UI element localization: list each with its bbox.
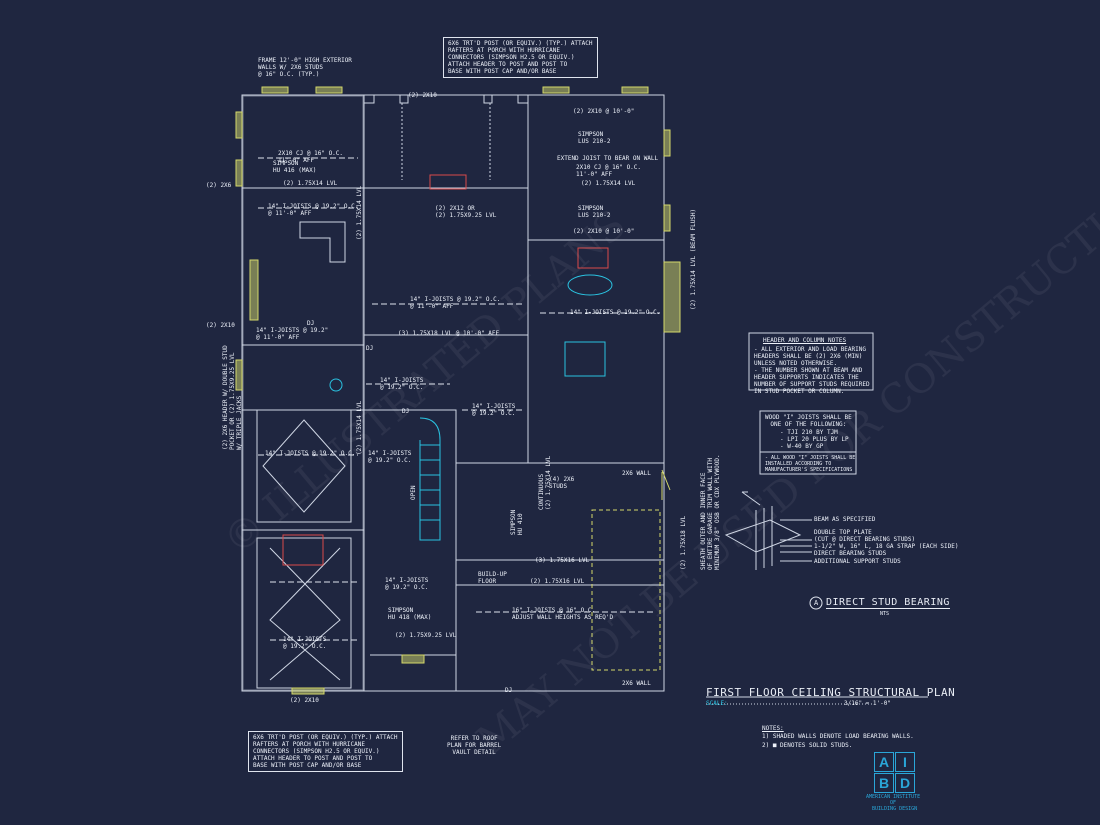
plan-label: (2) 2x10 @ 10'-0" bbox=[573, 108, 635, 115]
plan-label: EXTEND JOIST TO BEAR ON WALL bbox=[557, 155, 659, 162]
stud-detail-label-direct: DIRECT BEARING STUDS bbox=[814, 550, 887, 557]
plan-label: DJ bbox=[402, 408, 410, 415]
logo-letter-b: B bbox=[874, 773, 894, 793]
plan-label: (2) 1.75x14 LVL bbox=[581, 180, 636, 187]
garage-wall bbox=[455, 462, 665, 692]
plan-label: 14" I-JOISTS @ 19.2" O.C. @ 11'-0" AFF bbox=[410, 296, 501, 310]
plan-label: 14" I-JOISTS @ 19.2" O.C. bbox=[368, 450, 412, 464]
plan-label-vertical: CONTINUOUS (2) 1.75x14 LVL bbox=[538, 455, 552, 510]
header-column-notes-title: HEADER AND COLUMN NOTES bbox=[763, 337, 847, 344]
aibd-logo: A I B D bbox=[874, 752, 915, 793]
stud-detail-label-plate: DOUBLE TOP PLATE (CUT @ DIRECT BEARING S… bbox=[814, 529, 916, 543]
plan-label-vertical: (2) 1.75x18 LVL bbox=[680, 515, 687, 570]
plan-label: DJ bbox=[505, 687, 513, 694]
plan-label: 14" I-JOISTS @ 19.2" @ 11'-0" AFF bbox=[256, 327, 329, 341]
stud-detail-label-additional: ADDITIONAL SUPPORT STUDS bbox=[814, 558, 901, 565]
note-top-center: 6x6 TRT'D POST (OR EQUIV.) (TYP.) ATTACH… bbox=[443, 37, 598, 78]
plan-label: (2) 2x10 bbox=[290, 697, 319, 704]
plan-title: FIRST FLOOR CEILING STRUCTURAL PLAN bbox=[706, 686, 956, 699]
plan-label-vertical: SHEATH OUTER AND INNER FACE OF ENTIRE GA… bbox=[700, 454, 721, 570]
plan-label: 2x10 CJ @ 16" O.C. 11'-0" AFF bbox=[576, 164, 642, 178]
plan-label: (2) 2x6 bbox=[206, 182, 232, 189]
scale-label: SCALE: bbox=[706, 700, 728, 707]
plan-label: SIMPSON LUS 210-2 bbox=[578, 205, 611, 219]
plan-label: (2) 1.75x14 LVL bbox=[283, 180, 338, 187]
stud-detail-label-strap: 1-1/2" W, 16" L, 18 GA STRAP (EACH SIDE) bbox=[814, 543, 959, 550]
note-refer-roof: REFER TO ROOF PLAN FOR BARREL VAULT DETA… bbox=[447, 735, 502, 756]
notes-item-1: 1) SHADED WALLS DENOTE LOAD BEARING WALL… bbox=[762, 733, 914, 740]
logo-letter-a: A bbox=[874, 752, 894, 772]
plan-label: (3) 1.75x18 LVL @ 10'-0" AFF bbox=[398, 330, 500, 337]
stud-detail-title: DIRECT STUD BEARING bbox=[826, 597, 950, 609]
note-bottom-left: 6x6 TRT'D POST (OR EQUIV.) (TYP.) ATTACH… bbox=[248, 731, 403, 772]
plan-label: 16" I-JOISTS @ 16" O.C. ADJUST WALL HEIG… bbox=[512, 607, 614, 621]
wood-joist-notes-title: WOOD "I" JOISTS SHALL BE ONE OF THE FOLL… bbox=[765, 414, 852, 428]
logo-line-3: BUILDING DESIGN bbox=[872, 806, 918, 812]
stud-detail-nts: NTS bbox=[880, 611, 890, 617]
plan-label: 14" I-JOISTS @ 19.2" O.C. bbox=[265, 450, 356, 457]
plan-label: SIMPSON HU 418 (MAX) bbox=[388, 607, 432, 621]
plan-label-vertical: SIMPSON HU 410 bbox=[510, 509, 524, 535]
plan-label-vertical: (2) 1.75x14 LVL bbox=[356, 400, 363, 455]
stud-detail-label-beam: BEAM AS SPECIFIED bbox=[814, 516, 876, 523]
logo-line-2: OF bbox=[890, 800, 897, 806]
porch-wall bbox=[363, 94, 529, 189]
plan-label: 14" I-JOISTS @ 19.2" O.C. bbox=[385, 577, 429, 591]
plan-label: 2x6 WALL bbox=[622, 470, 651, 477]
plan-label: 14" I-JOISTS @ 19.2" O.C. bbox=[472, 403, 516, 417]
wood-joist-notes-foot: - ALL WOOD "I" JOISTS SHALL BE INSTALLED… bbox=[765, 455, 856, 473]
plan-label: SIMPSON HU 416 (MAX) bbox=[273, 160, 317, 174]
plan-label: SIMPSON LUS 210-2 bbox=[578, 131, 611, 145]
notes-item-2: 2) ■ DENOTES SOLID STUDS. bbox=[762, 742, 853, 749]
plan-label: (2) 2x10 bbox=[206, 322, 235, 329]
plan-label-vertical: OPEN bbox=[410, 485, 417, 500]
plan-label-vertical: (2) 1.75x14 LVL bbox=[356, 185, 363, 240]
plan-label: 14" I-JOISTS @ 19.2" O.C. bbox=[283, 636, 327, 650]
plan-label: 14" I-JOISTS @ 19.2" O.C. bbox=[380, 377, 424, 391]
plan-label: (2) 2x10 @ 10'-0" bbox=[573, 228, 635, 235]
plan-label: 2x10 CJ @ 16" O.C. 11'-0" AFF bbox=[278, 150, 344, 164]
plan-label: (3) 1.75x16 LVL bbox=[535, 557, 590, 564]
logo-letter-d: D bbox=[895, 773, 915, 793]
plan-label-vertical: (2) 2x6 HEADER w/ DOUBLE STUD POCKET OR … bbox=[222, 345, 243, 450]
plan-label: (2) 1.75x9.25 LVL bbox=[395, 632, 457, 639]
plan-label: (2) 1.75x16 LVL bbox=[530, 578, 585, 585]
plan-label: 14" I-JOISTS @ 19.2" O.C. @ 11'-0" AFF bbox=[268, 203, 359, 217]
plan-label: (2) 2x12 OR (2) 1.75x9.25 LVL bbox=[435, 205, 497, 219]
plan-label: 14" I-JOISTS @ 19.2" O.C. bbox=[570, 309, 661, 316]
note-top-left: FRAME 12'-0" HIGH EXTERIOR WALLS w/ 2x6 … bbox=[258, 57, 352, 78]
plan-label: DJ bbox=[307, 320, 315, 327]
stud-detail-tag: A bbox=[814, 599, 819, 607]
logo-line-1: AMERICAN INSTITUTE bbox=[866, 794, 921, 800]
plan-label: (2) 2x10 bbox=[408, 92, 437, 99]
wood-joist-notes-body: - TJI 210 BY TJM - LPI 20 PLUS BY LP - W… bbox=[780, 429, 849, 450]
plan-label-vertical: (2) 1.75x14 LVL (BEAM FLUSH) bbox=[690, 208, 697, 310]
notes-title: NOTES: bbox=[762, 725, 784, 732]
center-wall bbox=[363, 188, 456, 692]
plan-label: 2x6 WALL bbox=[622, 680, 651, 687]
header-column-notes-body: - ALL EXTERIOR AND LOAD BEARING HEADERS … bbox=[754, 346, 870, 395]
plan-label: (4) 2x6 STUDS bbox=[549, 476, 575, 490]
plan-label: DJ bbox=[366, 345, 374, 352]
scale-value: 3/16" = 1'-0" bbox=[844, 700, 891, 707]
plan-label: BUILD-UP FLOOR bbox=[478, 571, 507, 585]
logo-letter-i: I bbox=[895, 752, 915, 772]
